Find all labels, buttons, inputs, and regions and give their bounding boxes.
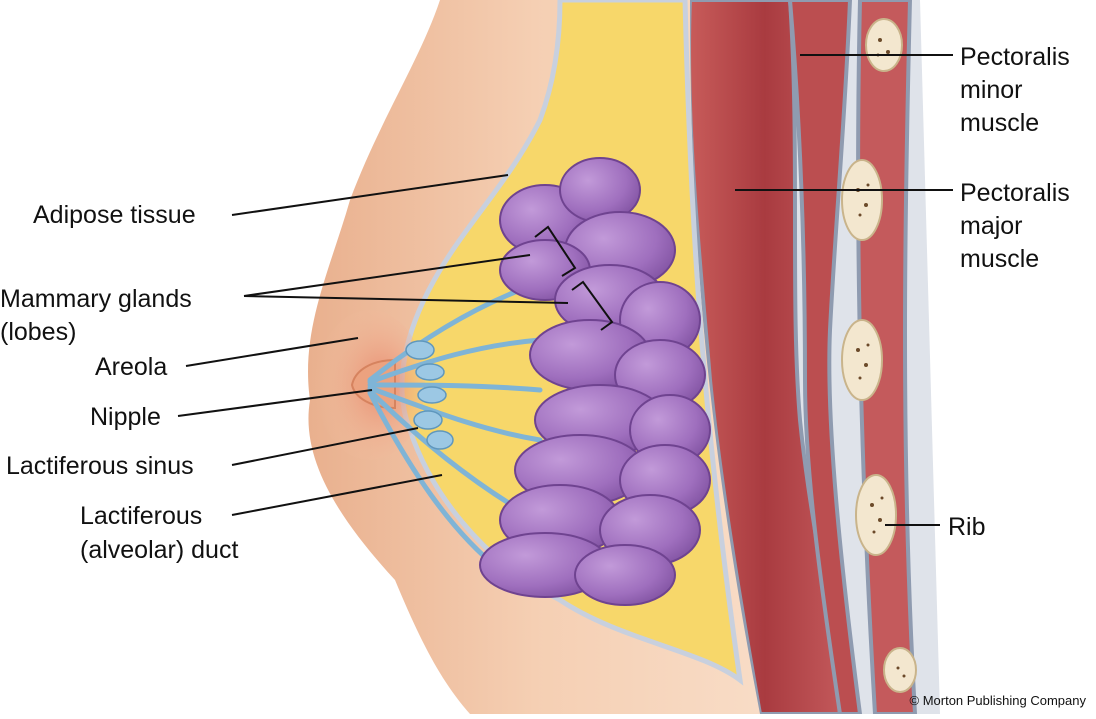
label-pectoralis-major-3: muscle <box>960 245 1040 273</box>
lactiferous-sinuses <box>405 340 454 450</box>
lactiferous-ducts <box>367 287 543 573</box>
label-pectoralis-minor-3: muscle <box>960 109 1040 137</box>
label-nipple: Nipple <box>90 403 161 431</box>
ribs <box>841 18 917 693</box>
label-pectoralis-major-2: major <box>960 212 1023 240</box>
label-pectoralis-major-1: Pectoralis <box>960 179 1070 207</box>
label-lactiferous-duct-alveolar: (alveolar) duct <box>80 536 239 564</box>
label-lactiferous-duct: Lactiferous <box>80 502 203 530</box>
label-rib: Rib <box>948 513 986 541</box>
label-adipose-tissue: Adipose tissue <box>33 201 196 229</box>
label-pectoralis-minor-2: minor <box>960 76 1023 104</box>
copyright-notice: © Morton Publishing Company <box>909 693 1087 708</box>
label-lactiferous-sinus: Lactiferous sinus <box>6 452 194 480</box>
leader-lines <box>177 54 953 526</box>
mammary-lobes <box>479 157 711 606</box>
label-pectoralis-minor-1: Pectoralis <box>960 43 1070 71</box>
label-mammary-glands: Mammary glands <box>0 285 192 313</box>
label-areola: Areola <box>95 353 168 381</box>
label-mammary-glands-lobes: (lobes) <box>0 318 77 346</box>
